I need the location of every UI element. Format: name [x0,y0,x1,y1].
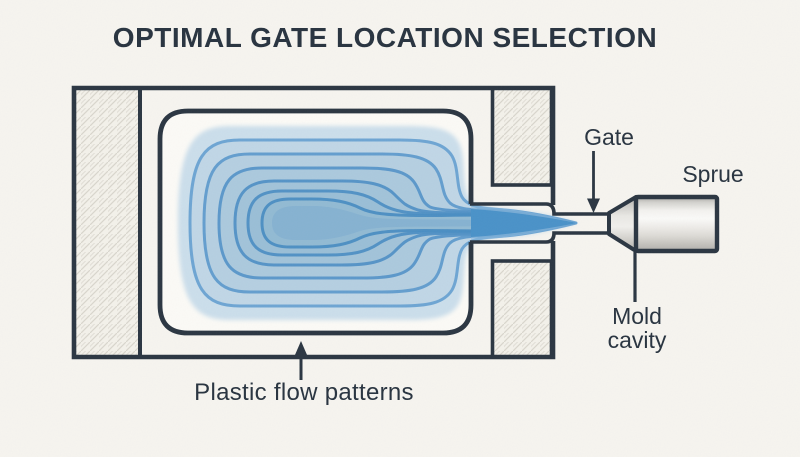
cavity-outline [157,108,474,336]
flow-contours [178,126,578,320]
sprue [607,194,720,254]
melt-jet-core [471,209,578,237]
mold-upper-insert [490,86,554,187]
flow-arrow [294,341,308,380]
mold-cavity-label: Mold cavity [608,304,667,352]
gate-channel-bottom-wall [470,231,609,244]
page-title: OPTIMAL GATE LOCATION SELECTION [112,22,658,53]
gate-channel [470,202,609,244]
sprue-body [633,194,720,254]
mold-cavity-label-line2: cavity [607,327,667,353]
mold-outer-boundary [71,85,556,360]
gate-label: Gate [584,124,634,150]
melt-jet [471,205,578,241]
flow-core [272,206,538,240]
gate-arrow [587,151,600,213]
gate-channel-top-wall [470,202,609,216]
mold-cavity-label-line1: Mold [612,303,662,329]
flow-patterns-label: Plastic flow patterns [194,379,414,406]
sprue-label: Sprue [682,161,744,187]
mold-left-wall [76,88,142,357]
